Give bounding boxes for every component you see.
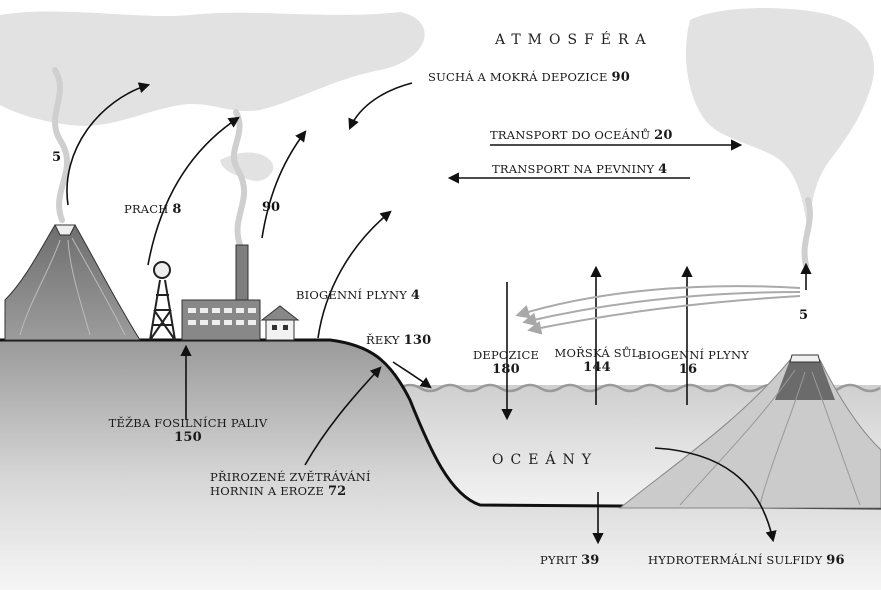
mining-tower (149, 261, 176, 341)
arrow-dust (147, 116, 240, 266)
deposition-ocean-label: DEPOZICE 180 (472, 348, 540, 377)
volcano-left-value: 5 (52, 150, 62, 165)
volcanic-gas-arrows (515, 285, 801, 335)
deposition-land-label: SUCHÁ A MOKRÁ DEPOZICE 90 (428, 70, 630, 85)
transport-ocean-label: TRANSPORT DO OCEÁNŮ 20 (490, 128, 673, 143)
volcano-right (618, 354, 881, 509)
weathering-label: PŘIROZENÉ ZVĚTRÁVÁNÍ HORNIN A EROZE 72 (210, 470, 371, 499)
arrow-deposition-land (348, 82, 413, 131)
dust-label: PRACH 8 (124, 202, 182, 217)
transport-land-label: TRANSPORT NA PEVNINY 4 (492, 162, 668, 177)
house (260, 305, 300, 341)
industry-value: 90 (262, 200, 281, 215)
biogenic-ocean-label: BIOGENNÍ PLYNY 16 (638, 348, 750, 377)
biogenic-land-label: BIOGENNÍ PLYNY 4 (296, 288, 421, 303)
land-outline (0, 338, 881, 510)
smoke-plumes (52, 67, 813, 268)
factory (181, 244, 261, 341)
atmosphere-label: ATMOSFÉRA (495, 32, 653, 48)
ocean-label: OCEÁNY (492, 452, 599, 468)
arrow-hydrothermal (654, 447, 777, 543)
volcano-left (4, 224, 141, 341)
volcano-right-value: 5 (799, 308, 809, 323)
arrow-volcano-left (66, 82, 151, 206)
flux-arrows (66, 82, 812, 545)
land-mass (0, 340, 881, 590)
hydrothermal-label: HYDROTERMÁLNÍ SULFIDY 96 (648, 553, 845, 568)
rivers-label: ŘEKY 130 (366, 333, 432, 348)
sea-salt-label: MOŘSKÁ SŮL 144 (554, 346, 640, 375)
fossil-mining-label: TĚŽBA FOSILNÍCH PALIV 150 (108, 416, 268, 445)
cloud-background (0, 8, 875, 231)
pyrite-label: PYRIT 39 (540, 553, 600, 568)
arrow-industry (261, 130, 307, 239)
arrow-biogenic-land (317, 210, 392, 339)
arrow-rivers (392, 361, 432, 389)
arrow-weathering (304, 366, 382, 466)
